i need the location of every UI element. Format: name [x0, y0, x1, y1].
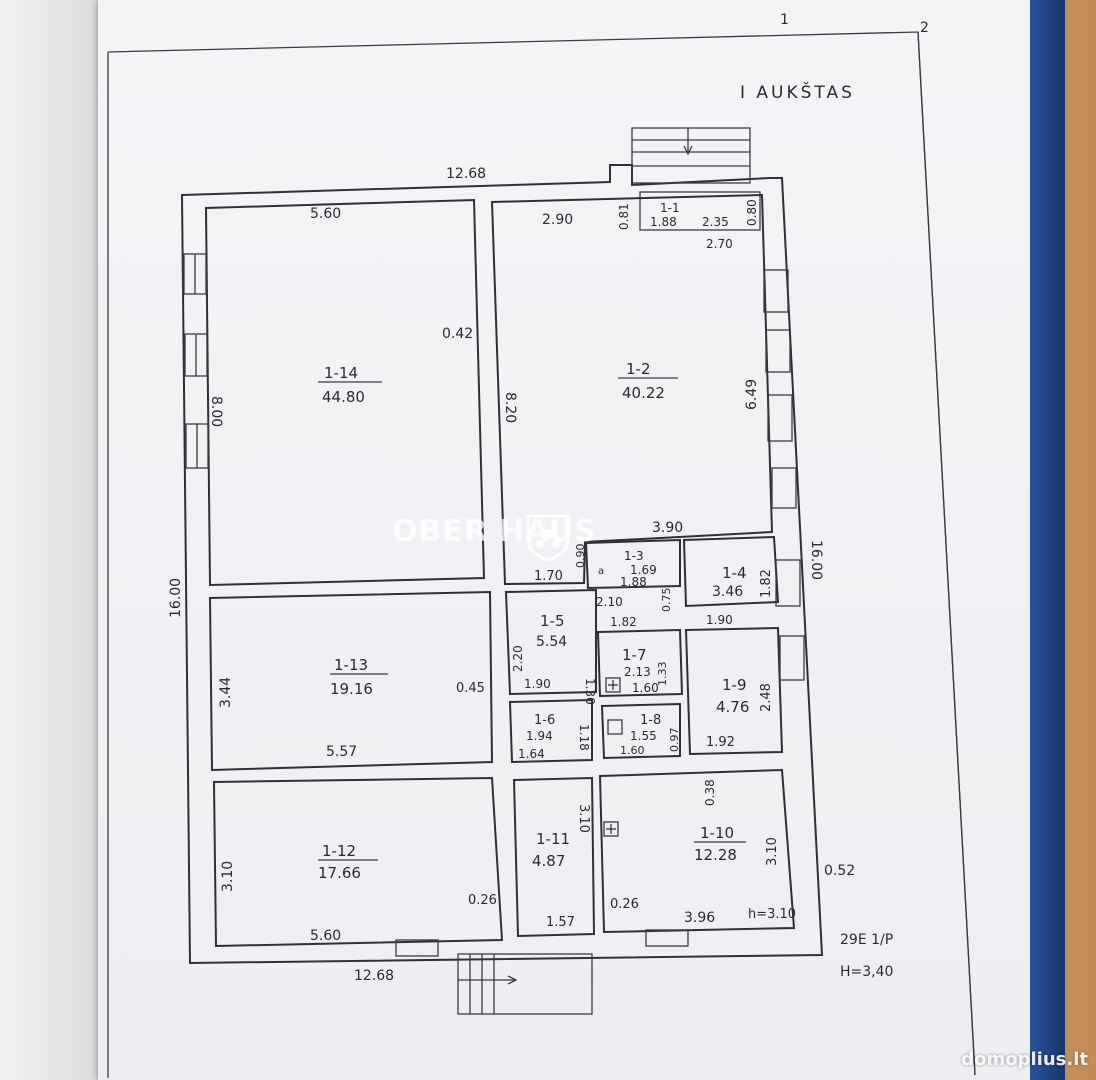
room-1-10-area: 12.28	[694, 846, 737, 864]
outer-right-height: 16.00	[808, 540, 824, 580]
room-1-6-id: 1-6	[534, 713, 555, 728]
room-1-1-left-dim: 0.81	[617, 203, 631, 230]
room-1-5-bottom-dim: 1.90	[524, 677, 551, 691]
outer-right-offset: 0.52	[824, 863, 855, 879]
room-1-12-id: 1-12	[322, 842, 356, 860]
room-1-3-width2: 1.88	[620, 575, 647, 589]
sheet-frame-right	[917, 31, 976, 1076]
room-1-11-right-dim: 3.10	[576, 804, 591, 833]
room-1-13-area: 19.16	[330, 680, 373, 698]
room-1-10-id: 1-10	[700, 824, 734, 842]
room-1-7-top-dim: 1.82	[610, 615, 637, 629]
room-1-2-bottom-dim: 3.90	[652, 520, 683, 536]
note-code: 29E 1/P	[840, 932, 893, 948]
room-1-5-id: 1-5	[540, 612, 565, 630]
drain-symbol-1-10	[603, 821, 619, 837]
room-1-12-area: 17.66	[318, 864, 361, 882]
room-1-1-width: 1.88	[650, 215, 677, 229]
room-1-7-area: 2.13	[624, 665, 651, 679]
room-1-2-area: 40.22	[622, 384, 665, 402]
room-1-2-left-dim: 8.20	[502, 392, 518, 423]
floor-title: I AUKŠTAS	[740, 81, 855, 103]
room-1-4-right-dim: 1.82	[759, 569, 774, 598]
room-1-6-area: 1.94	[526, 729, 553, 743]
entrance-stairs-top	[631, 127, 761, 231]
room-1-6-bottom-dim: 1.64	[518, 747, 545, 761]
room-1-6-right-dim: 1.18	[577, 724, 591, 751]
room-1-2-right-dim: 6.49	[744, 379, 760, 410]
room-1-9-right-dim: 2.48	[759, 683, 774, 712]
room-1-7-id: 1-7	[622, 646, 647, 664]
floor-drain-symbol-1-7	[605, 677, 621, 693]
room-1-8-bottom-dim: 1.60	[620, 744, 645, 757]
room-1-9-area: 4.76	[716, 698, 749, 716]
site-watermark: domoplius.lt	[961, 1049, 1088, 1070]
room-1-14-right-dim: 0.42	[442, 326, 473, 342]
room-1-3-width: 1.69	[630, 563, 657, 577]
agency-watermark: OBER HAUS	[392, 514, 597, 549]
room-1-4-id: 1-4	[722, 564, 747, 582]
room-1-4-bottom-dim: 1.90	[706, 613, 733, 627]
room-1-12-bottom-dim: 5.60	[310, 928, 341, 944]
room-1-3-left-dim: 0.90	[574, 544, 587, 569]
room-1-10-left-dim: 0.26	[610, 897, 639, 912]
note-height: H=3,40	[840, 964, 893, 980]
room-1-1-bottom-dim: 2.70	[706, 237, 733, 251]
room-1-8-id: 1-8	[640, 713, 661, 728]
interior-walls	[208, 535, 796, 948]
room-1-12-left-dim: 3.10	[220, 861, 236, 892]
room-1-11-id: 1-11	[536, 830, 570, 848]
room-1-14-top-dim: 5.60	[310, 206, 341, 222]
floor-plan-sheet	[98, 0, 1030, 1080]
room-1-1-width2: 2.35	[702, 215, 729, 229]
outer-left-height: 16.00	[168, 578, 184, 618]
entrance-stairs-bottom	[395, 929, 689, 1015]
room-1-7-mid-dim: 0.75	[660, 588, 673, 613]
corner-mark: 1	[780, 12, 789, 28]
outer-bottom-width: 12.68	[354, 968, 394, 984]
room-1-5-right-dim: 2.10	[596, 595, 623, 609]
room-1-14-left-dim: 8.00	[208, 396, 224, 427]
room-1-9-bottom-dim: 1.92	[706, 735, 735, 750]
outer-walls	[180, 164, 824, 965]
toilet-symbol-1-8	[607, 719, 623, 735]
room-1-13-id: 1-13	[334, 656, 368, 674]
room-1-2-id: 1-2	[626, 360, 651, 378]
room-1-5-left-dim: 2.20	[511, 645, 525, 672]
outer-top-width: 12.68	[446, 166, 486, 182]
room-1-10-bottom-dim: 3.96	[684, 910, 715, 926]
room-1-2-top-dim: 2.90	[542, 212, 573, 228]
room-1-10-top-dim: 0.38	[703, 779, 717, 806]
room-1-10-right-dim: 3.10	[765, 837, 780, 866]
room-1-14-id: 1-14	[324, 364, 358, 382]
room-1-5-inner-dim: 1.30	[583, 678, 597, 705]
room-1-5-top-dim: 1.70	[534, 569, 563, 584]
room-1-9-id: 1-9	[722, 676, 747, 694]
room-1-1-box	[639, 191, 761, 231]
room-1-8-area: 1.55	[630, 729, 657, 743]
room-1-13-right-dim: 0.45	[456, 681, 485, 696]
room-1-1-right-dim: 0.80	[745, 199, 759, 226]
room-1-7-bottom-dim: 1.60	[632, 681, 659, 695]
room-1-13-bottom-dim: 5.57	[326, 744, 357, 760]
room-1-3-id: 1-3	[624, 549, 644, 563]
room-1-1-id: 1-1	[660, 201, 680, 215]
left-page-edge	[0, 0, 110, 1080]
room-1-7-right-dim: 1.33	[656, 662, 669, 687]
room-1-4-area: 3.46	[712, 584, 743, 600]
room-1-8-right-dim: 0.97	[668, 728, 681, 753]
room-1-10-height: h=3.10	[748, 907, 796, 922]
room-1-14-area: 44.80	[322, 388, 365, 406]
agency-logo-icon	[526, 514, 570, 562]
room-1-11-area: 4.87	[532, 852, 565, 870]
room-1-13-left-dim: 3.44	[218, 677, 234, 708]
room-1-11-bottom-dim: 1.57	[546, 915, 575, 930]
room-1-12-right-dim: 0.26	[468, 893, 497, 908]
page-number: 2	[920, 20, 929, 36]
room-1-3-mark: a	[598, 566, 604, 577]
right-windows	[763, 269, 805, 681]
room-1-5-area: 5.54	[536, 634, 567, 650]
left-windows	[183, 253, 209, 469]
